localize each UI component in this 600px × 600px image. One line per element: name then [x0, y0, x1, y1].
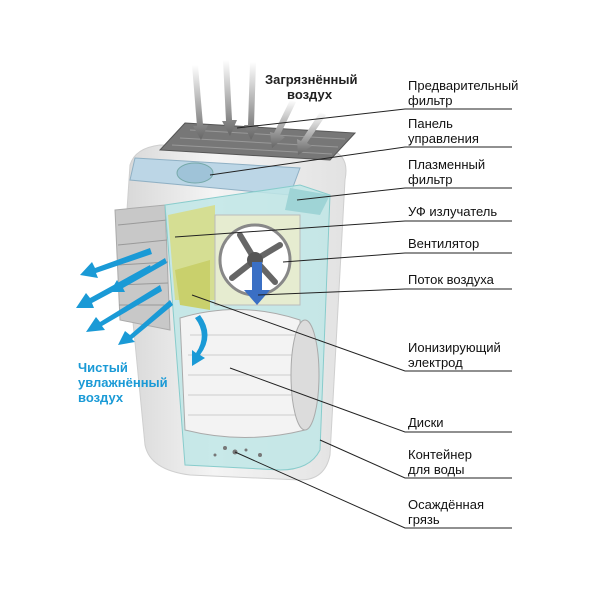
clean-air-arrows	[76, 248, 173, 345]
label-uv-emitter: УФ излучатель	[408, 204, 498, 219]
caption-line: Чистый	[78, 360, 128, 375]
plasma-filter	[285, 188, 330, 215]
caption-line: увлажнённый	[78, 375, 168, 390]
label-disks: Диски	[408, 415, 444, 430]
ionizing-electrode	[175, 260, 210, 310]
airflow-arrow	[244, 262, 270, 305]
return-flow-arrow	[192, 315, 208, 366]
caption-line: Загрязнённый	[265, 72, 358, 87]
caption-line: воздух	[287, 87, 333, 102]
dirty-air-arrows	[192, 60, 326, 155]
clean-air-caption: Чистый увлажнённый воздух	[78, 360, 168, 405]
leader-lines	[174, 108, 512, 529]
dirty-air-caption: Загрязнённый воздух	[265, 72, 358, 102]
caption-line: воздух	[78, 390, 124, 405]
label-airflow: Поток воздуха	[408, 272, 494, 287]
label-fan: Вентилятор	[408, 236, 480, 251]
pre-filter-grille	[158, 122, 357, 161]
